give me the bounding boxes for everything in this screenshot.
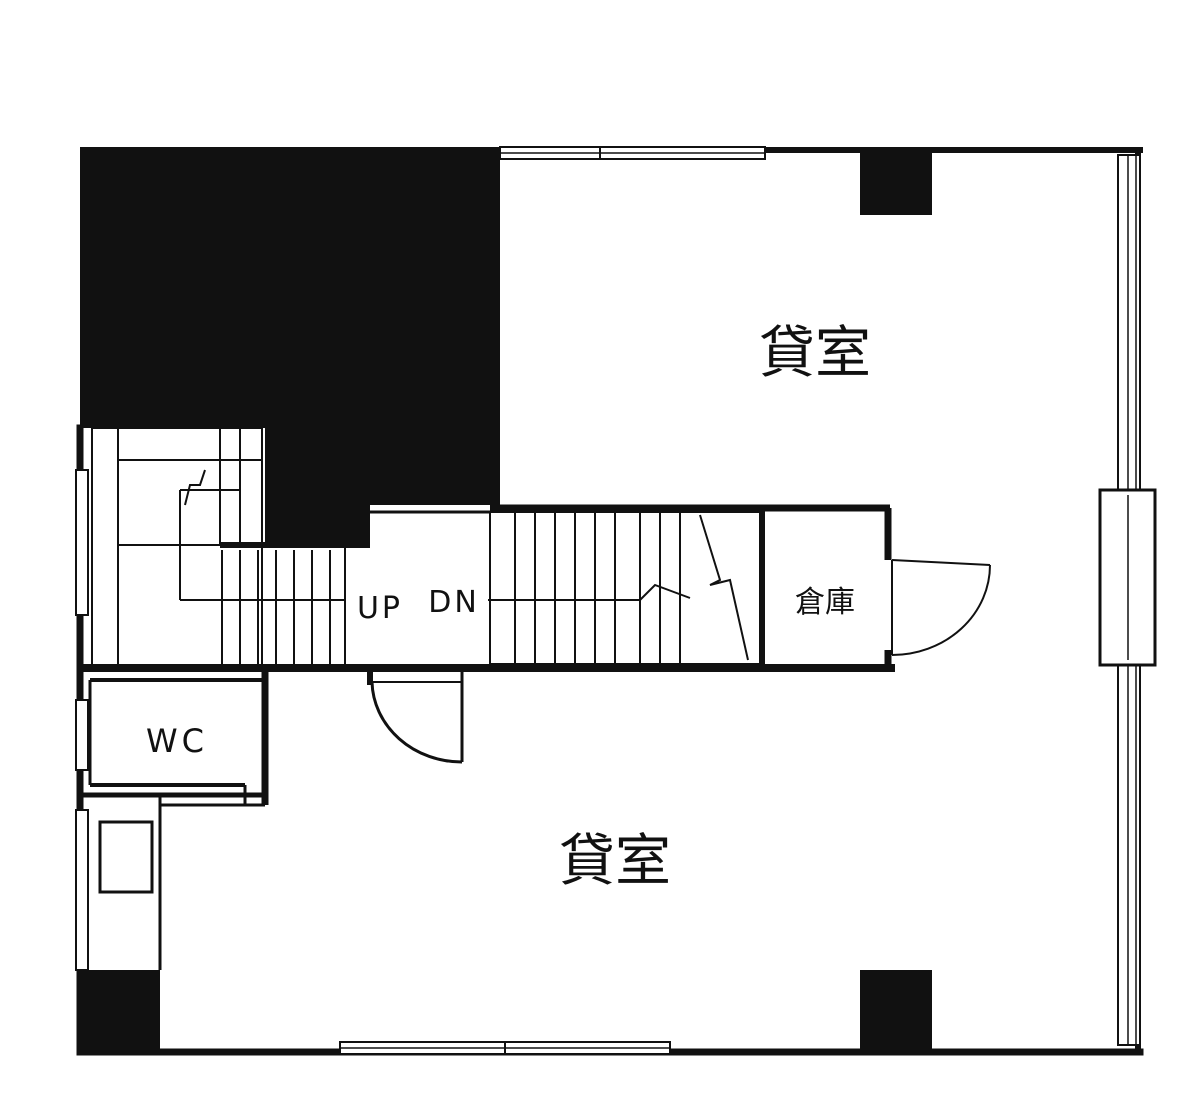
toilet-label: WC xyxy=(146,722,208,760)
bottom-window xyxy=(339,1041,671,1055)
corridor-door xyxy=(367,670,464,764)
storage-label: 倉庫 xyxy=(795,585,855,620)
stair-down-label: DN xyxy=(428,585,480,620)
rental-room-upper-label: 貸室 xyxy=(759,321,871,386)
solid-unusable-area xyxy=(80,147,500,548)
right-stair xyxy=(488,511,763,665)
left-windows xyxy=(75,469,89,971)
column-bottom-right xyxy=(860,970,932,1052)
stair-up-label: UP xyxy=(357,591,403,626)
stair-treads-lower-left xyxy=(221,520,346,668)
column-top-right xyxy=(860,150,932,215)
column-bottom-left xyxy=(80,970,160,1052)
left-stair xyxy=(91,427,370,669)
top-window xyxy=(499,146,766,160)
kitchen-counter xyxy=(98,820,154,894)
storage-door xyxy=(891,559,991,656)
rental-room-lower-label: 貸室 xyxy=(559,829,671,894)
right-window xyxy=(1098,154,1157,1046)
